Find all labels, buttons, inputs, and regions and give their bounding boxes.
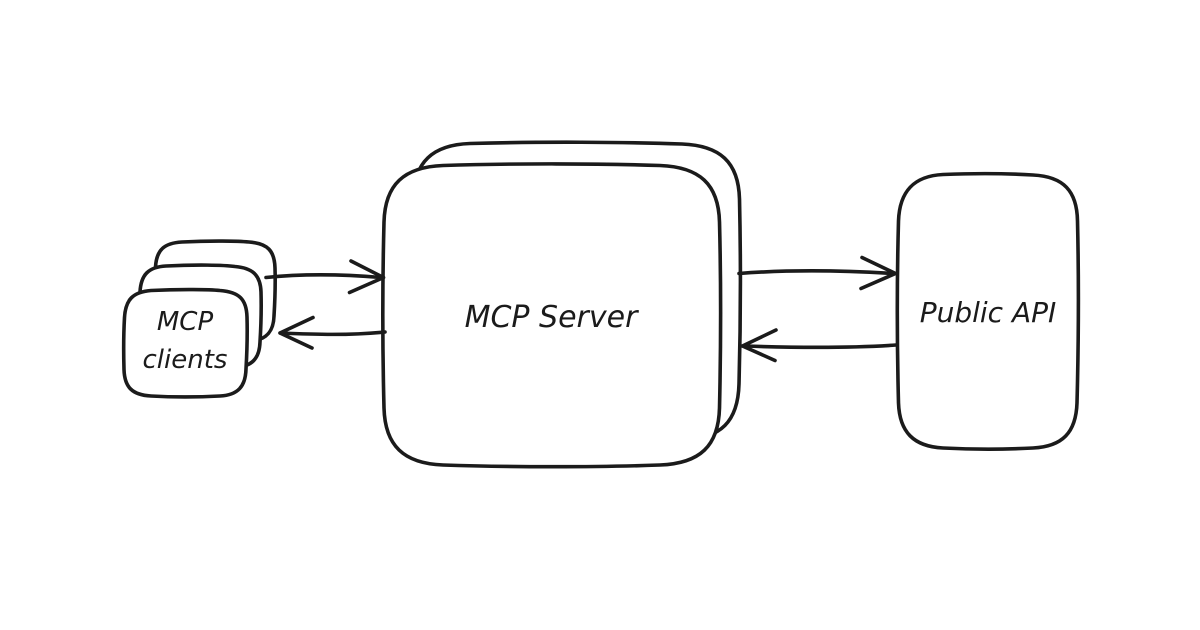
api-to-server-line	[742, 343, 898, 350]
server-to-api-line	[737, 269, 895, 276]
public-api-box	[895, 171, 1081, 451]
edge-server-to-api	[737, 255, 898, 291]
server-to-api-arrowhead	[859, 255, 898, 291]
clients-label-line1: MCP	[157, 307, 214, 337]
server-label: MCP Server	[465, 300, 640, 335]
node-mcp-server: MCP Server	[381, 140, 743, 469]
clients-to-server-line	[264, 273, 383, 280]
edge-server-to-clients	[278, 315, 387, 350]
api-to-server-arrowhead	[740, 328, 778, 363]
public-api-label: Public API	[920, 296, 1057, 329]
clients-label-line2: clients	[143, 345, 228, 375]
clients-card-front	[121, 287, 249, 399]
server-to-clients-line	[279, 330, 387, 337]
node-mcp-clients: MCP clients	[121, 239, 277, 399]
edge-clients-to-server	[264, 259, 386, 295]
edge-api-to-server	[740, 328, 898, 363]
server-to-clients-arrowhead	[278, 315, 315, 350]
node-public-api: Public API	[895, 171, 1081, 451]
clients-to-server-arrowhead	[347, 259, 386, 295]
server-box-front	[381, 162, 723, 469]
